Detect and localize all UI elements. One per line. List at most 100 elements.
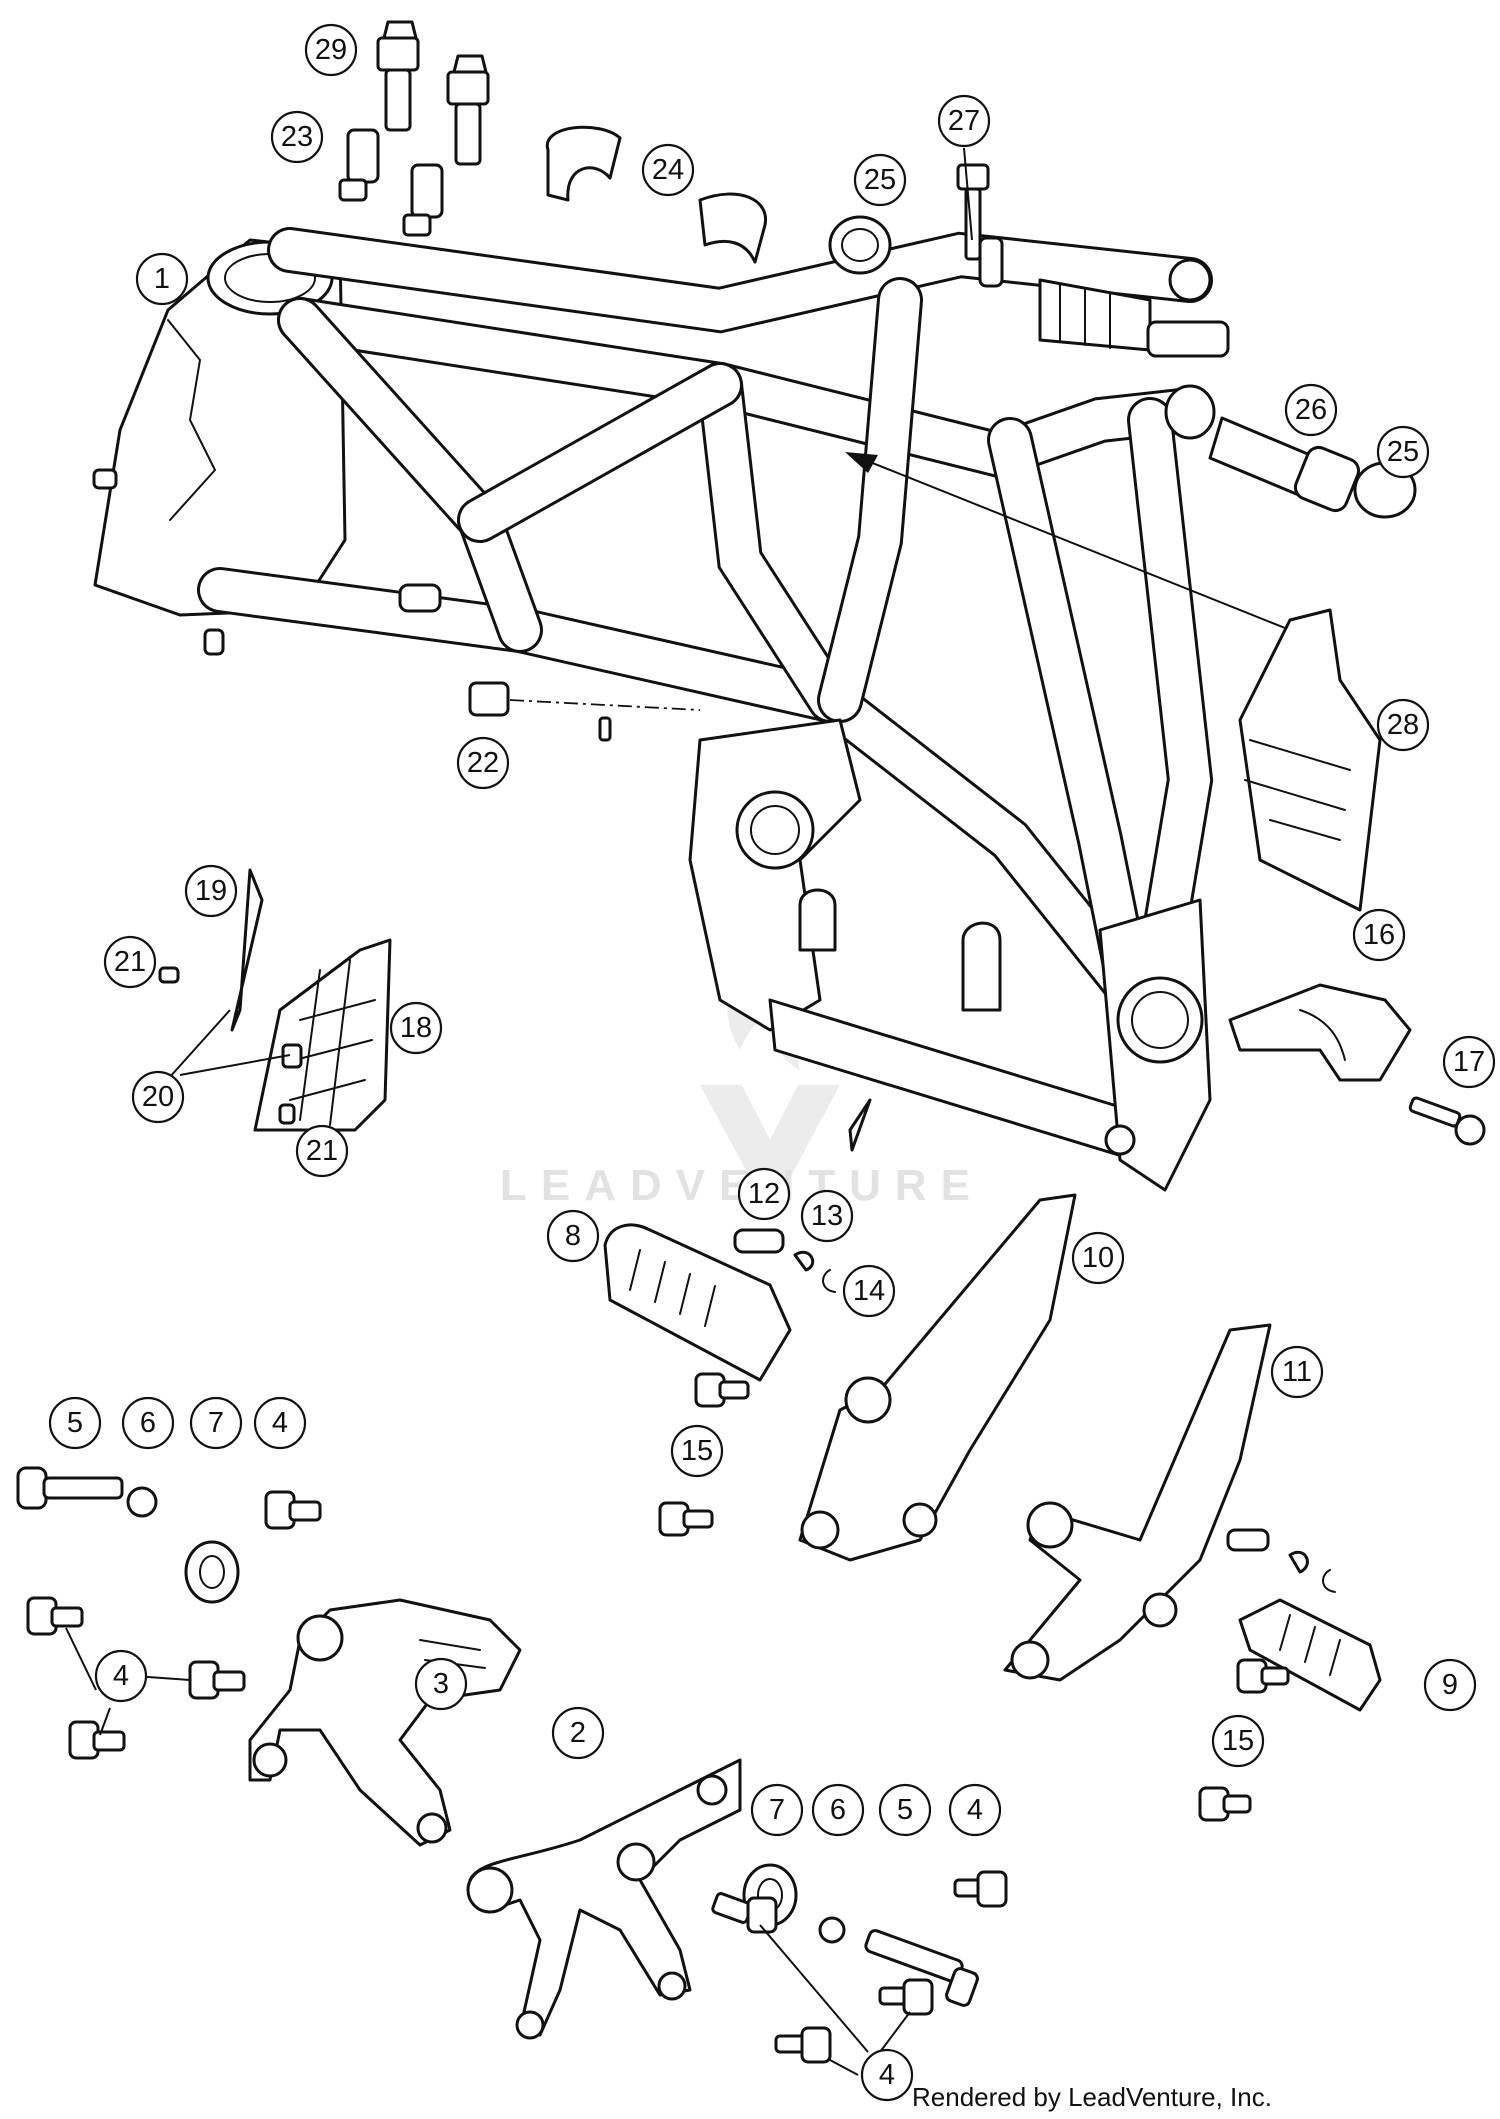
callout-3: 3: [414, 1657, 468, 1711]
callout-24: 24: [641, 143, 695, 197]
callout-20: 20: [131, 1070, 185, 1124]
callout-labels: 1 29 23 24 25 27 26 25 28 22 19 21 18 20…: [48, 23, 1496, 2102]
svg-text:22: 22: [467, 747, 499, 779]
washer-6-right: [818, 1916, 846, 1944]
svg-text:13: 13: [811, 1200, 843, 1232]
svg-text:25: 25: [1387, 436, 1419, 468]
screw-4-left-top: [264, 1490, 322, 1530]
svg-text:5: 5: [67, 1407, 83, 1439]
svg-text:4: 4: [113, 1660, 129, 1692]
callout-7-left: 7: [189, 1396, 243, 1450]
callout-6-left: 6: [121, 1396, 175, 1450]
screw-15-right-upper: [1236, 1658, 1290, 1694]
svg-text:28: 28: [1387, 709, 1419, 741]
svg-text:4: 4: [272, 1407, 288, 1439]
sleeve-23: [338, 128, 444, 237]
svg-text:4: 4: [967, 1794, 983, 1826]
footpeg-8: [603, 1223, 792, 1382]
svg-text:23: 23: [281, 121, 313, 153]
svg-text:10: 10: [1082, 1242, 1114, 1274]
svg-text:11: 11: [1282, 1356, 1312, 1388]
screw-4-bottom-group: [711, 1892, 934, 2064]
svg-text:18: 18: [400, 1012, 432, 1044]
clip-22: [468, 681, 510, 717]
callout-4-right: 4: [948, 1783, 1002, 1837]
svg-text:24: 24: [652, 154, 684, 186]
bushing-7-left: [184, 1540, 240, 1604]
circlip-14: [822, 1269, 836, 1293]
callout-29: 29: [304, 23, 358, 77]
svg-text:26: 26: [1295, 394, 1327, 426]
callout-4-left-top: 4: [253, 1396, 307, 1450]
svg-text:7: 7: [208, 1407, 224, 1439]
callout-21-bottom: 21: [295, 1124, 349, 1178]
svg-text:1: 1: [154, 263, 170, 295]
clamp-24: [545, 125, 768, 264]
callout-27: 27: [937, 94, 991, 148]
render-credit: Rendered by LeadVenture, Inc.: [912, 2082, 1272, 2112]
callout-13: 13: [800, 1189, 854, 1243]
clip-22-dashline: [509, 699, 701, 711]
bolt-29: [376, 20, 490, 166]
bolt-17: [1408, 1096, 1486, 1146]
callout-17: 17: [1442, 1035, 1496, 1089]
svg-text:4: 4: [879, 2059, 895, 2091]
callout-8: 8: [546, 1209, 600, 1263]
callout-9: 9: [1423, 1658, 1477, 1712]
callout-4-left-group: 4: [94, 1649, 148, 1703]
washer-6-left: [126, 1486, 158, 1518]
watermark-chevron-icon: [700, 1085, 840, 1215]
bolt-26: [1208, 416, 1361, 513]
bolt-5-left: [16, 1466, 124, 1510]
svg-text:6: 6: [140, 1407, 156, 1439]
callout-26: 26: [1284, 383, 1338, 437]
callout-16: 16: [1352, 908, 1406, 962]
callout-18: 18: [389, 1001, 443, 1055]
footpeg-bracket-11: [1003, 1323, 1272, 1682]
callout-22: 22: [456, 736, 510, 790]
rear-set-bracket-3: [248, 1598, 522, 1847]
callout-6-right: 6: [811, 1783, 865, 1837]
callout-23: 23: [270, 110, 324, 164]
svg-text:9: 9: [1442, 1669, 1458, 1701]
svg-text:5: 5: [897, 1794, 913, 1826]
callout-10: 10: [1071, 1231, 1125, 1285]
grommet-25-top: [828, 215, 892, 275]
arrowhead-icon: [845, 452, 878, 473]
callout-12: 12: [737, 1167, 791, 1221]
svg-text:21: 21: [306, 1135, 338, 1167]
svg-text:6: 6: [830, 1794, 846, 1826]
svg-text:3: 3: [433, 1668, 449, 1700]
screw-15-right-lower: [1198, 1786, 1252, 1822]
callout-1: 1: [135, 252, 189, 306]
assembly-arrow: [859, 457, 1291, 631]
callout-19: 19: [184, 864, 238, 918]
callout-7-right: 7: [750, 1783, 804, 1837]
callout-21-top: 21: [103, 935, 157, 989]
callout-15-upper: 15: [670, 1424, 724, 1478]
main-frame: [92, 227, 1230, 1192]
callout-28: 28: [1376, 698, 1430, 752]
svg-text:17: 17: [1453, 1046, 1485, 1078]
svg-text:15: 15: [681, 1435, 713, 1467]
svg-text:16: 16: [1363, 919, 1395, 951]
callout-5-left: 5: [48, 1396, 102, 1450]
heel-guard-assembly: [158, 868, 392, 1132]
svg-text:2: 2: [570, 1717, 586, 1749]
svg-text:14: 14: [853, 1275, 885, 1307]
screw-15-lower: [658, 1501, 714, 1537]
svg-text:8: 8: [565, 1220, 581, 1252]
pin-12: [733, 1228, 785, 1254]
svg-text:29: 29: [315, 34, 347, 66]
footpeg-9: [1238, 1598, 1382, 1712]
footpeg-bracket-10: [798, 1193, 1077, 1562]
screw-15-upper: [694, 1372, 750, 1408]
callout-15-right: 15: [1211, 1714, 1265, 1768]
screw-4-right: [953, 1870, 1008, 1908]
callout-14: 14: [842, 1264, 896, 1318]
svg-text:25: 25: [864, 164, 896, 196]
chain-guide-28: [1238, 608, 1382, 912]
pin-right: [1226, 1528, 1270, 1552]
protector-16: [1228, 983, 1412, 1082]
